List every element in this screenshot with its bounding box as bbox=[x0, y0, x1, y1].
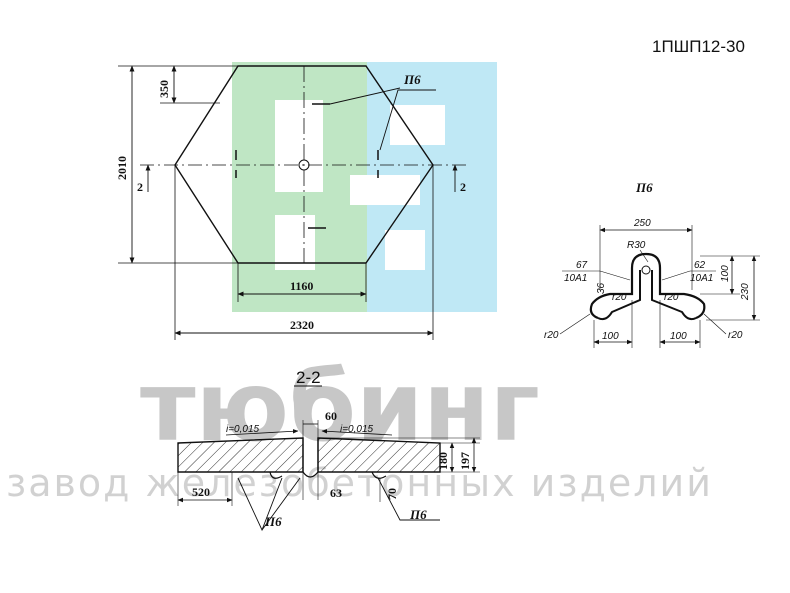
section-mark-left: 2 bbox=[137, 180, 143, 194]
loop-dim-100-left: 100 bbox=[602, 331, 619, 342]
section-loop-label-right: П6 bbox=[409, 507, 427, 522]
section-dim-60: 60 bbox=[325, 409, 337, 423]
loop-radius-top: R30 bbox=[627, 240, 646, 251]
loop-dim-230: 230 bbox=[740, 283, 751, 301]
watermark-logo bbox=[232, 62, 497, 312]
loop-r20-inner-left: r20 bbox=[612, 292, 627, 303]
loop-bar-shape bbox=[589, 252, 706, 320]
section-dim-63: 63 bbox=[330, 486, 342, 500]
loop-dim-100-right: 100 bbox=[670, 331, 687, 342]
plan-loop-label: П6 bbox=[403, 72, 421, 87]
dim-height: 2010 bbox=[115, 156, 129, 180]
loop-detail-title: П6 bbox=[635, 180, 653, 195]
loop-right-bar: 10А1 bbox=[690, 273, 713, 284]
slope-right: i=0,015 bbox=[340, 424, 374, 435]
loop-left-num: 67 bbox=[576, 260, 588, 271]
dim-top-offset: 350 bbox=[157, 80, 171, 98]
loop-dim-36: 36 bbox=[596, 282, 607, 294]
loop-r20-inner-right: r20 bbox=[664, 292, 679, 303]
loop-dim-100-top: 100 bbox=[720, 265, 731, 282]
section-dim-70: 70 bbox=[385, 488, 399, 500]
section-dim-180: 180 bbox=[436, 452, 450, 470]
loop-r20-outer-left: r20 bbox=[544, 330, 559, 341]
dim-bottom-width: 1160 bbox=[290, 279, 313, 293]
center-hole bbox=[298, 159, 310, 171]
loop-dim-width: 250 bbox=[633, 218, 651, 229]
section-title: 2-2 bbox=[296, 368, 321, 387]
dim-total-width: 2320 bbox=[290, 318, 314, 332]
section-dim-197: 197 bbox=[458, 452, 472, 470]
loop-right-num: 62 bbox=[694, 260, 706, 271]
loop-detail: П6 250 R30 67 10А1 62 10А1 100 230 bbox=[544, 180, 760, 348]
plan-view: П6 2010 350 2 2 1160 2320 bbox=[115, 65, 468, 340]
watermark-tagline: завод железобетонных изделий bbox=[6, 461, 713, 505]
product-code: 1ПШП12-30 bbox=[652, 37, 745, 56]
section-loop-label-left: П6 bbox=[264, 514, 282, 529]
loop-r20-outer-right: r20 bbox=[728, 330, 743, 341]
section-dim-520: 520 bbox=[192, 485, 210, 499]
loop-left-bar: 10А1 bbox=[564, 273, 587, 284]
watermark-brand: тюбинг bbox=[140, 351, 540, 463]
section-mark-right: 2 bbox=[460, 180, 466, 194]
section-view: 2-2 i=0,015 i=0,015 60 180 197 520 bbox=[177, 368, 480, 532]
slope-left: i=0,015 bbox=[226, 424, 260, 435]
